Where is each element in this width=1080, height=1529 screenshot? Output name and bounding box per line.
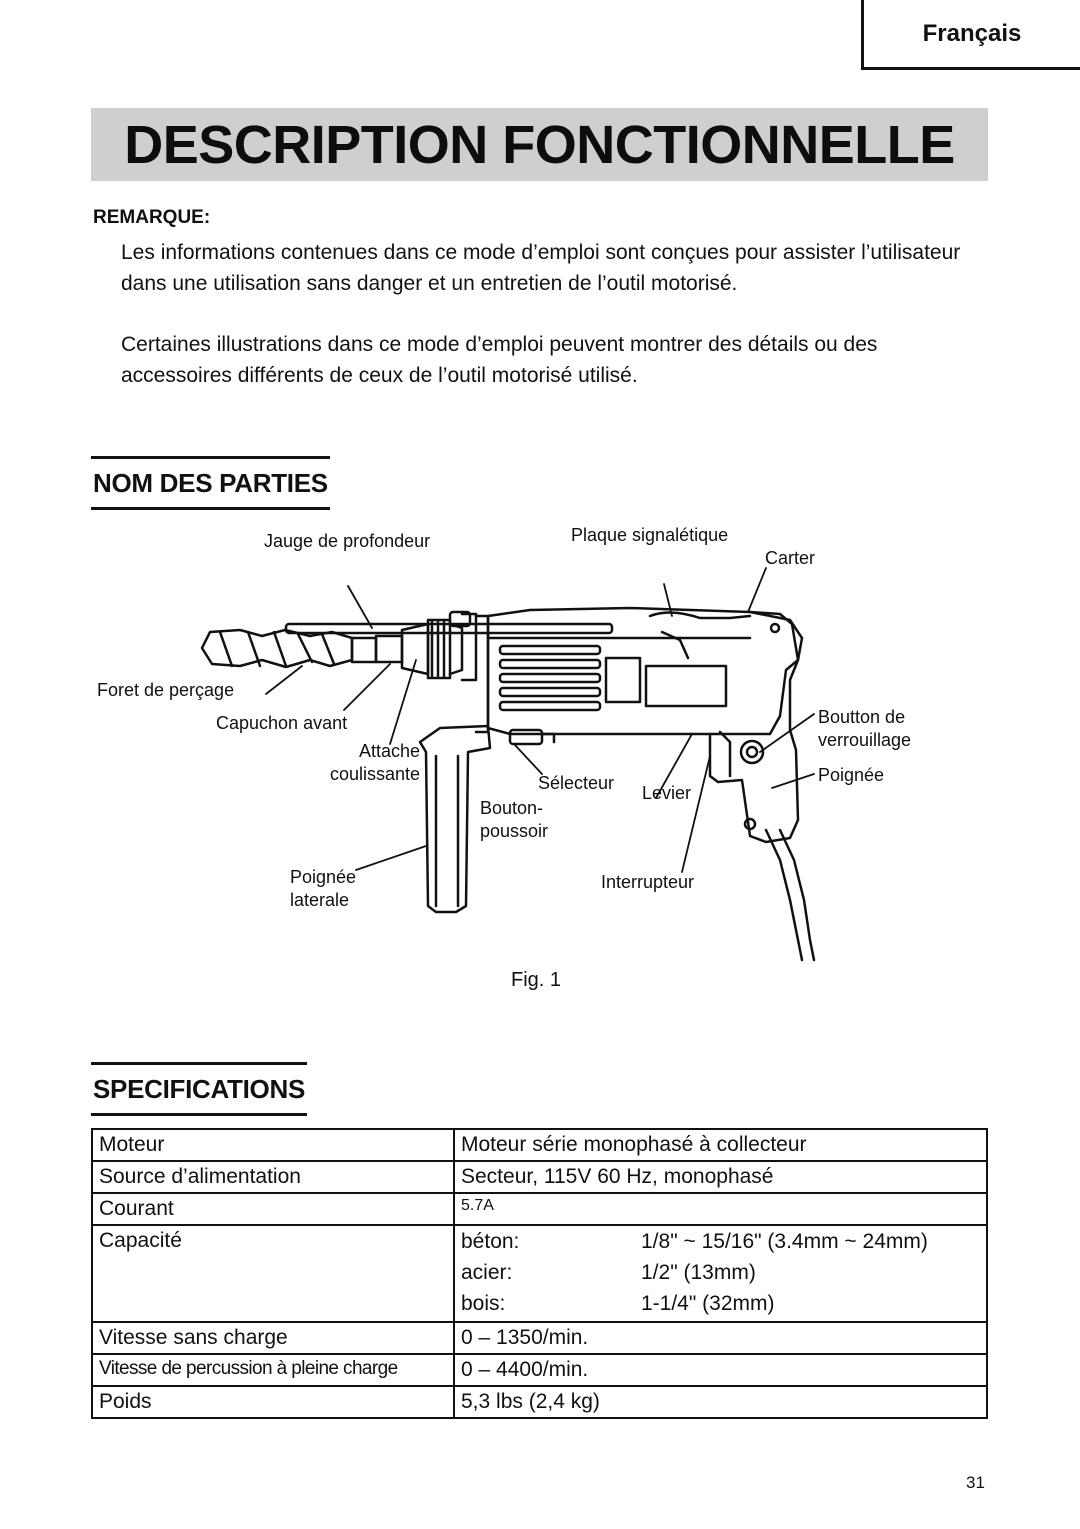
language-tab: Français	[861, 0, 1080, 70]
label-front-cap: Capuchon avant	[216, 713, 348, 733]
drill-figure: Jauge de profondeur Plaque signalétique …	[90, 520, 950, 970]
label-depth-gauge: Jauge de profondeur	[264, 531, 431, 551]
spec-capacity: béton: 1/8" ~ 15/16" (3.4mm ~ 24mm) acie…	[453, 1224, 988, 1323]
spec-value: 5.7A	[453, 1192, 988, 1226]
spec-label: Vitesse de percussion à pleine charge	[91, 1353, 455, 1387]
table-row: Vitesse de percussion à pleine charge 0 …	[91, 1353, 988, 1387]
spec-value: 5,3 lbs (2,4 kg)	[453, 1385, 988, 1419]
parts-heading: NOM DES PARTIES	[91, 456, 330, 510]
label-lever: Levier	[642, 783, 692, 803]
label-sliding-attachment: Attache coulissante	[329, 741, 420, 784]
drill-bit-drawing	[200, 628, 378, 669]
label-lock-button: Boutton de verrouillage	[818, 707, 912, 750]
label-side-handle: Poignée laterale	[290, 867, 357, 910]
page-title: DESCRIPTION FONCTIONNELLE	[124, 114, 955, 175]
remarque-heading: REMARQUE:	[93, 207, 211, 228]
spec-label: Source d’alimentation	[91, 1160, 455, 1194]
spec-label: Moteur	[91, 1128, 455, 1162]
capacity-row: bois: 1-1/4" (32mm)	[461, 1288, 980, 1319]
spec-value: 0 – 4400/min.	[453, 1353, 988, 1387]
spec-label: Vitesse sans charge	[91, 1321, 455, 1355]
spec-label: Courant	[91, 1192, 455, 1226]
page-number: 31	[966, 1473, 985, 1492]
label-drill-bit: Foret de perçage	[97, 680, 235, 700]
table-row: Moteur Moteur série monophasé à collecte…	[91, 1128, 988, 1162]
specifications-heading: SPECIFICATIONS	[91, 1062, 308, 1116]
title-band: DESCRIPTION FONCTIONNELLE	[91, 108, 988, 181]
spec-value: Moteur série monophasé à collecteur	[453, 1128, 988, 1162]
spec-value: Secteur, 115V 60 Hz, monophasé	[453, 1160, 988, 1194]
remarque-paragraph-2: Certaines illustrations dans ce mode d’e…	[121, 333, 878, 387]
table-row: Source d’alimentation Secteur, 115V 60 H…	[91, 1160, 988, 1194]
label-name-plate: Plaque signalétique	[571, 525, 729, 545]
capacity-value: 1/8" ~ 15/16" (3.4mm ~ 24mm)	[641, 1230, 928, 1253]
spec-label: Poids	[91, 1385, 455, 1419]
capacity-material: bois:	[461, 1292, 506, 1315]
capacity-material: béton:	[461, 1230, 520, 1253]
capacity-value: 1-1/4" (32mm)	[641, 1292, 775, 1315]
label-push-button: Bouton- poussoir	[480, 798, 549, 841]
label-handle: Poignée	[818, 765, 885, 785]
spec-value: 0 – 1350/min.	[453, 1321, 988, 1355]
spec-label: Capacité	[91, 1224, 455, 1323]
table-row: Poids 5,3 lbs (2,4 kg)	[91, 1385, 988, 1419]
table-row: Capacité béton: 1/8" ~ 15/16" (3.4mm ~ 2…	[91, 1224, 988, 1323]
label-switch: Interrupteur	[601, 872, 695, 892]
figure-caption: Fig. 1	[511, 969, 562, 991]
table-row: Vitesse sans charge 0 – 1350/min.	[91, 1321, 988, 1355]
table-row: Courant 5.7A	[91, 1192, 988, 1226]
side-handle-drawing	[418, 724, 492, 914]
capacity-row: béton: 1/8" ~ 15/16" (3.4mm ~ 24mm)	[461, 1226, 980, 1257]
selector-drawing	[508, 728, 556, 746]
housing-drawing	[486, 606, 804, 736]
capacity-row: acier: 1/2" (13mm)	[461, 1257, 980, 1288]
label-selector: Sélecteur	[538, 773, 615, 793]
remarque-paragraph-1: Les informations contenues dans ce mode …	[121, 241, 961, 295]
leader-lines	[265, 567, 815, 873]
rear-handle-drawing	[708, 610, 816, 962]
capacity-material: acier:	[461, 1261, 513, 1284]
drill-illustration	[200, 567, 816, 962]
specifications-table: Moteur Moteur série monophasé à collecte…	[91, 1128, 988, 1419]
chuck-drawing	[374, 618, 464, 680]
capacity-value: 1/2" (13mm)	[641, 1261, 756, 1284]
label-housing: Carter	[765, 548, 816, 568]
